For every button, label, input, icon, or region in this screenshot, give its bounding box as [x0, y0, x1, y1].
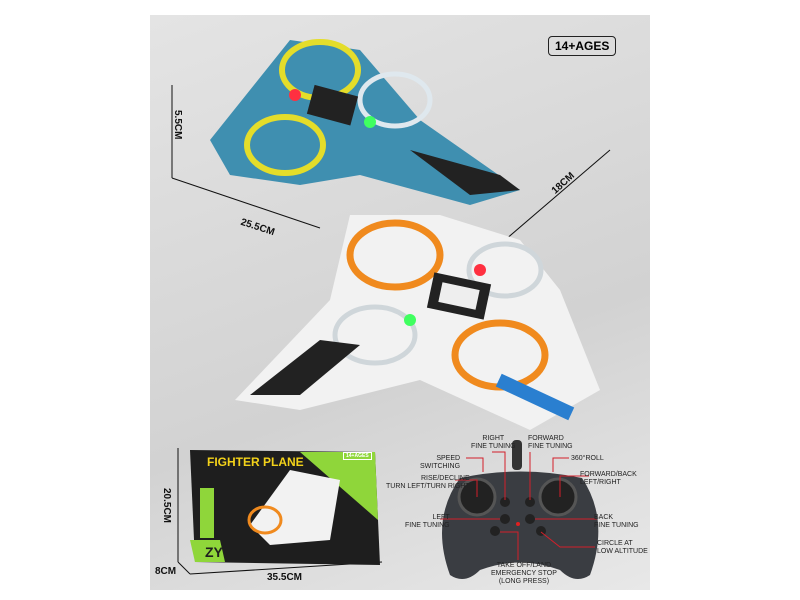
label-forward-fine-tuning: FORWARD FINE TUNING [528, 435, 573, 450]
controller [442, 440, 599, 579]
label-back-fine-tuning: BACK FINE TUNING [594, 514, 639, 529]
box-title: FIGHTER PLANE [207, 455, 304, 469]
label-rise-decline: RISE/DECLINE TURN LEFT/TURN RIGHT [386, 475, 470, 490]
age-badge: 14+AGES [548, 36, 617, 56]
label-speed-switching: SPEED SWITCHING [420, 455, 461, 470]
label-left-fine-tuning: LEFT FINE TUNING [405, 514, 450, 529]
label-circle-low-altitude: CIRCLE AT LOW ALTITUDE [597, 540, 648, 555]
product-box [190, 450, 380, 565]
label-takeoff-land: TAKE OFF/LAND EMERGENCY STOP (LONG PRESS… [491, 562, 557, 585]
box-brand-logo: ZY [205, 544, 223, 560]
box-depth-dimension: 8CM [155, 566, 177, 577]
label-360-roll: 360°ROLL [571, 455, 604, 462]
label-forward-back: FORWARD/BACK LEFT/RIGHT [580, 471, 637, 486]
white-plane [235, 215, 600, 430]
box-age-badge: 14+AGES [343, 452, 372, 460]
box-width-dimension: 35.5CM [267, 572, 303, 583]
blue-plane [210, 39, 520, 205]
callout-lines [440, 451, 597, 560]
label-right-fine-tuning: RIGHT FINE TUNING [471, 435, 516, 450]
height-dimension: 5.5CM [172, 110, 183, 140]
box-height-dimension: 20.5CM [161, 488, 172, 524]
